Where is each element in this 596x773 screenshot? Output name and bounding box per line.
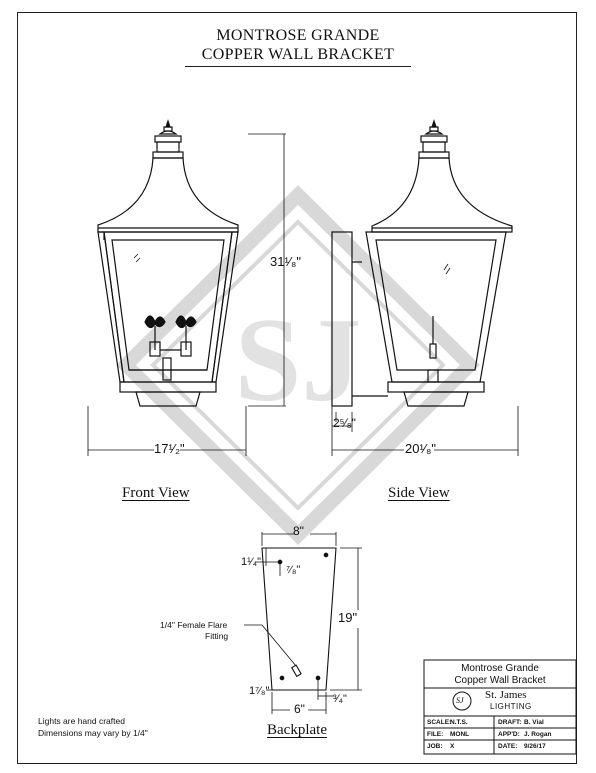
tb-scale-value: N.T.S. — [450, 719, 468, 726]
dim-bottom-left: 1⁷⁄₈" — [249, 685, 270, 697]
sheet-border — [17, 12, 577, 764]
gas-burners — [144, 315, 197, 329]
tb-file-value: MONL — [450, 731, 470, 738]
drawing-title-line2: COPPER WALL BRACKET — [201, 46, 395, 63]
tb-appd-label: APP'D: — [498, 731, 520, 738]
watermark-logo: SJ — [116, 185, 480, 545]
tb-job-label: JOB: — [427, 743, 443, 750]
front-view-lantern — [97, 119, 239, 407]
fitting-callout-line2: Fitting — [205, 631, 229, 641]
dim-backplate-height: 19" — [338, 610, 358, 625]
tb-appd-value: J. Rogan — [524, 731, 552, 738]
note-hand-crafted: Lights are hand crafted — [38, 716, 125, 726]
side-view-label: Side View — [388, 485, 450, 501]
tb-product-line1: Montrose Grande — [461, 663, 539, 674]
dim-hole-offset-a: 1¹⁄₄" — [241, 556, 262, 568]
dim-front-width: 17¹⁄₂" — [154, 441, 185, 456]
tb-job-value: X — [450, 743, 455, 750]
dim-backplate-top: 8" — [293, 524, 304, 538]
drawing-title-line1: MONTROSE GRANDE — [216, 27, 380, 44]
tb-draft-value: B. Vial — [524, 719, 544, 726]
watermark-text: SJ — [235, 293, 362, 426]
backplate-dimension-lines — [256, 532, 362, 714]
front-dimension-lines — [87, 133, 286, 456]
company-logo-icon: SJ — [456, 696, 464, 705]
backplate-drawing — [244, 547, 337, 691]
tb-draft-label: DRAFT: — [498, 719, 522, 726]
backplate-label: Backplate — [267, 722, 327, 738]
dim-height: 31¹⁄₈" — [270, 254, 301, 269]
dim-backplate-bottom: 6" — [294, 702, 305, 716]
title-block-frame — [423, 659, 577, 755]
side-dimension-lines — [331, 406, 519, 456]
dim-bottom-right: ³⁄₄" — [333, 693, 347, 705]
tb-company: St. James — [485, 689, 527, 701]
note-dimensions-vary: Dimensions may vary by 1/4" — [38, 728, 148, 738]
dim-side-small: 2⁵⁄₈" — [333, 416, 356, 430]
dim-side-depth: 20¹⁄₈" — [405, 441, 436, 456]
tb-company-sub: LIGHTING — [490, 702, 532, 711]
title-underline — [185, 66, 411, 67]
tb-date-value: 9/26/17 — [524, 743, 546, 750]
tb-file-label: FILE: — [427, 731, 444, 738]
tb-date-label: DATE: — [498, 743, 518, 750]
tb-product-line2: Copper Wall Bracket — [454, 675, 546, 686]
fitting-callout-line1: 1/4" Female Flare — [160, 620, 228, 630]
side-view-lantern — [331, 119, 513, 407]
front-view-label: Front View — [122, 485, 190, 501]
dim-hole-offset-b: ⁷⁄₈" — [286, 564, 301, 576]
tb-scale-label: SCALE: — [427, 719, 452, 726]
